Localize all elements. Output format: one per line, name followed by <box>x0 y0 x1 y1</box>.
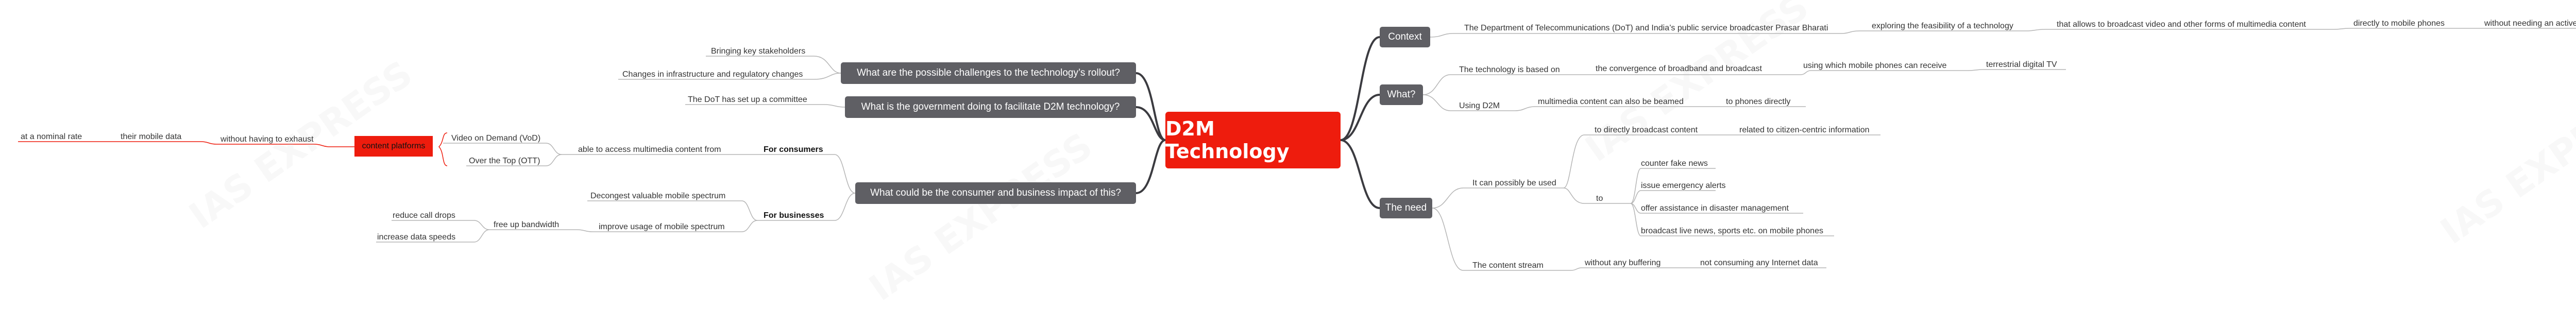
what-to-phones: to phones directly <box>1726 97 1791 106</box>
need-without-buffering: without any buffering <box>1585 259 1661 267</box>
impact-increase-speeds: increase data speeds <box>377 233 456 242</box>
impact-reduce-drops: reduce call drops <box>393 211 455 220</box>
need-use-fake-news: counter fake news <box>1641 159 1708 168</box>
impact-access: able to access multimedia content from <box>578 145 721 154</box>
challenge-infrastructure: Changes in infrastructure and regulatory… <box>622 70 803 79</box>
what-beamed: multimedia content can also be beamed <box>1538 97 1684 106</box>
root-node[interactable]: D2M Technology <box>1165 112 1341 168</box>
what-convergence: the convergence of broadband and broadca… <box>1596 64 1762 73</box>
impact-consumers: For consumers <box>764 145 823 154</box>
branch-what[interactable]: What? <box>1380 84 1423 105</box>
government-committee: The DoT has set up a committee <box>688 95 807 104</box>
context-item-feasibility: exploring the feasibility of a technolog… <box>1872 22 2013 30</box>
need-could-be-used: It can possibly be used <box>1472 179 1556 187</box>
impact-decongest: Decongest valuable mobile spectrum <box>590 192 726 200</box>
what-using-d2m: Using D2M <box>1459 101 1500 110</box>
need-use-broadcast-live: broadcast live news, sports etc. on mobi… <box>1641 227 1823 235</box>
impact-nominal-rate: at a nominal rate <box>21 132 82 141</box>
challenge-stakeholders: Bringing key stakeholders <box>711 47 806 56</box>
need-content-stream: The content stream <box>1472 261 1544 270</box>
context-item-dot: The Department of Telecommunications (Do… <box>1464 24 1828 32</box>
need-no-internet-data: not consuming any Internet data <box>1700 259 1818 267</box>
branch-government[interactable]: What is the government doing to facilita… <box>845 96 1136 118</box>
branch-need[interactable]: The need <box>1380 198 1432 218</box>
need-directly-broadcast: to directly broadcast content <box>1595 126 1698 134</box>
need-use-emergency: issue emergency alerts <box>1641 181 1726 190</box>
context-item-broadcast: that allows to broadcast video and other… <box>2057 20 2306 29</box>
impact-mobile-data: their mobile data <box>121 132 182 141</box>
what-based-on: The technology is based on <box>1459 65 1560 74</box>
impact-businesses: For businesses <box>764 211 824 220</box>
mindmap-connectors <box>18 28 2576 271</box>
impact-vod: Video on Demand (VoD) <box>451 134 541 143</box>
need-use-disaster: offer assistance in disaster management <box>1641 204 1789 213</box>
impact-ott: Over the Top (OTT) <box>469 157 540 165</box>
impact-free-up: free up bandwidth <box>494 220 560 229</box>
context-item-mobile: directly to mobile phones <box>2353 19 2445 28</box>
branch-challenges[interactable]: What are the possible challenges to the … <box>841 62 1136 84</box>
impact-content-platforms: content platforms <box>354 136 433 157</box>
branch-context[interactable]: Context <box>1380 27 1430 47</box>
what-using-which: using which mobile phones can receive <box>1803 61 1947 70</box>
context-item-no-internet: without needing an active internet conne… <box>2484 19 2576 28</box>
impact-improve-usage: improve usage of mobile spectrum <box>599 222 725 231</box>
need-citizen-centric: related to citizen-centric information <box>1739 126 1870 134</box>
need-to: to <box>1596 194 1603 203</box>
branch-impact[interactable]: What could be the consumer and business … <box>855 182 1136 204</box>
impact-without-exhaust: without having to exhaust <box>221 135 314 144</box>
what-terrestrial: terrestrial digital TV <box>1986 60 2057 69</box>
